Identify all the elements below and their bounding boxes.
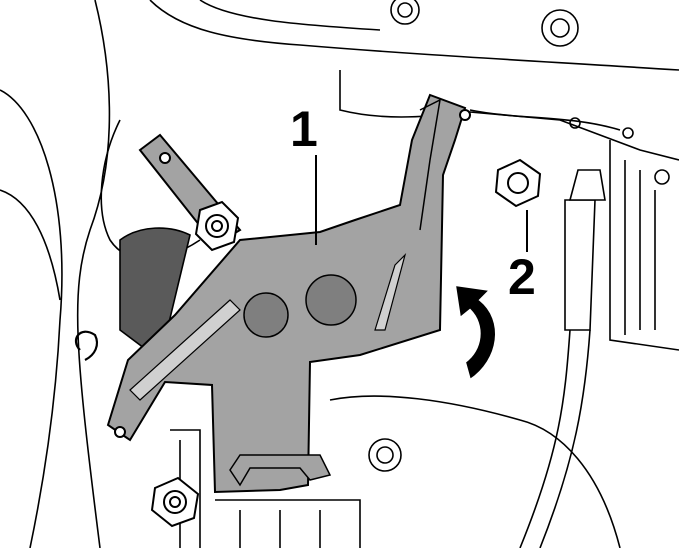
rotation-arrow-icon <box>453 283 497 382</box>
leader-lines <box>315 155 528 252</box>
nut-bottom <box>150 476 200 528</box>
callout-label-bracket: 1 <box>290 101 318 157</box>
hole-top <box>390 0 420 25</box>
clip <box>74 330 99 361</box>
bracket-hole-right <box>305 274 357 326</box>
bracket-hole-left <box>243 292 289 338</box>
bracket-body <box>106 93 467 494</box>
nut-right <box>494 158 542 208</box>
stud-upper-left <box>159 152 171 164</box>
stud-bottom <box>114 426 126 438</box>
nut-upper-left <box>194 200 240 252</box>
panel-edge-left <box>0 89 63 548</box>
callout-label-nut: 2 <box>508 249 536 305</box>
panel-edge-left-inner <box>76 0 111 548</box>
hole-top-right <box>541 9 579 47</box>
nuts <box>114 109 542 528</box>
hole-bottom <box>368 438 402 472</box>
panel-edge-top <box>149 0 679 71</box>
stud-right <box>459 109 471 121</box>
